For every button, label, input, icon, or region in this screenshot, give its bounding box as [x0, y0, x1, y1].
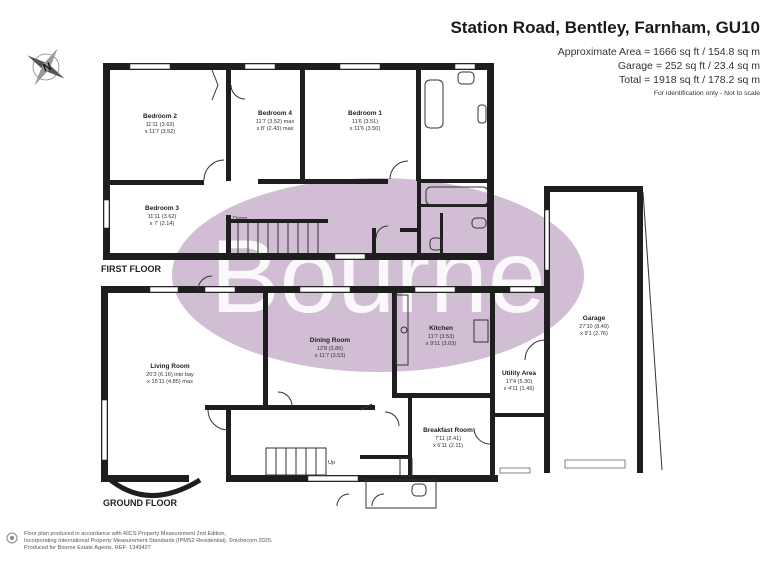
approximate-area: Approximate Area = 1666 sq ft / 154.8 sq… [557, 46, 760, 58]
rics-logo-icon [6, 532, 18, 544]
room-name: Bedroom 4 [258, 110, 292, 117]
room-dimension: x 7' (2.14) [150, 221, 175, 227]
room-dimension: 27'10 (8.49) [579, 324, 609, 330]
first-floor-windows [103, 63, 476, 260]
stairs-up-label: Up [328, 460, 335, 466]
room-name: Dining Room [310, 337, 351, 344]
watermark-ellipse [172, 178, 584, 372]
watermark-text: Bourne [210, 219, 545, 335]
room-dimension: x 11'7 (3.52) [145, 129, 176, 135]
footer-credits: Floor plan produced in accordance with R… [24, 531, 354, 552]
room-garage: Garage 27'10 (8.49) x 9'1 (2.76) [579, 315, 609, 337]
room-name: Bedroom 3 [145, 205, 179, 212]
room-kitchen: Kitchen 11'7 (3.53) x 9'11 (3.03) [426, 325, 457, 347]
room-name: Kitchen [429, 325, 453, 332]
living-room-bay-window [106, 476, 202, 498]
room-dimension: 17'4 (5.30) [506, 379, 533, 385]
footer-line: Produced for Bourne Estate Agents. REF: … [24, 545, 151, 551]
room-dimension: 20'3 (6.16) into bay [146, 372, 194, 378]
first-floor-label: FIRST FLOOR [101, 264, 161, 274]
room-dimension: 12'8 (3.86) [317, 346, 344, 352]
footer-line: Incorporating International Property Mea… [24, 538, 273, 544]
room-name: Bedroom 1 [348, 110, 382, 117]
room-name: Living Room [150, 363, 190, 370]
room-dimension: x 8' (2.43) max [257, 126, 294, 132]
property-address-title: Station Road, Bentley, Farnham, GU10 [450, 18, 760, 37]
room-dimension: 11'6 (3.51) [352, 119, 378, 125]
stairs-down-label: Down [233, 216, 247, 222]
room-dimension: 7'11 (2.41) [435, 436, 461, 442]
room-dimension: x 11'7 (3.53) [315, 353, 346, 359]
ground-floor-windows [101, 209, 626, 482]
room-name: Utility Area [502, 370, 536, 377]
room-dimension: x 9'1 (2.76) [580, 331, 608, 337]
room-bedroom-1: Bedroom 1 11'6 (3.51) x 11'6 (3.50) [348, 110, 382, 132]
compass-north-label: N [41, 61, 53, 75]
ground-floor-fixtures [197, 191, 663, 509]
room-living: Living Room 20'3 (6.16) into bay x 15'11… [146, 363, 194, 385]
room-breakfast: Breakfast Room 7'11 (2.41) x 6'11 (2.11) [423, 427, 473, 449]
room-name: Bedroom 2 [143, 113, 177, 120]
total-area: Total = 1918 sq ft / 178.2 sq m [619, 74, 760, 86]
identification-note: For identification only - Not to scale [653, 90, 760, 97]
garage-area: Garage = 252 sq ft / 23.4 sq m [617, 60, 760, 72]
room-dimension: x 11'6 (3.50) [350, 126, 381, 132]
room-dimension: x 6'11 (2.11) [433, 443, 463, 449]
first-floor-walls [103, 63, 494, 260]
room-dimension: x 4'11 (1.49) [504, 386, 535, 392]
room-name: Breakfast Room [423, 427, 473, 434]
ground-floor-label: GROUND FLOOR [103, 498, 177, 508]
room-dimension: 11'7 (3.53) [428, 334, 454, 340]
room-dining: Dining Room 12'8 (3.86) x 11'7 (3.53) [310, 337, 351, 359]
room-dimension: 11'11 (3.63) [146, 122, 175, 128]
watermark: Bourne [172, 178, 584, 372]
room-dimension: x 9'11 (3.03) [426, 341, 457, 347]
room-bedroom-3: Bedroom 3 11'11 (3.62) x 7' (2.14) [145, 205, 179, 227]
room-bedroom-2: Bedroom 2 11'11 (3.63) x 11'7 (3.52) [143, 113, 177, 135]
room-bedroom-4: Bedroom 4 11'7 (3.52) max x 8' (2.43) ma… [256, 110, 294, 132]
room-dimension: 11'7 (3.52) max [256, 119, 294, 125]
room-utility: Utility Area 17'4 (5.30) x 4'11 (1.49) [502, 370, 536, 392]
first-floor-fixtures [203, 69, 489, 253]
room-dimension: 11'11 (3.62) [148, 214, 177, 220]
room-dimension: x 15'11 (4.85) max [147, 379, 193, 385]
compass-icon: N [27, 48, 65, 86]
room-name: Garage [583, 315, 606, 322]
footer-line: Floor plan produced in accordance with R… [24, 531, 227, 537]
